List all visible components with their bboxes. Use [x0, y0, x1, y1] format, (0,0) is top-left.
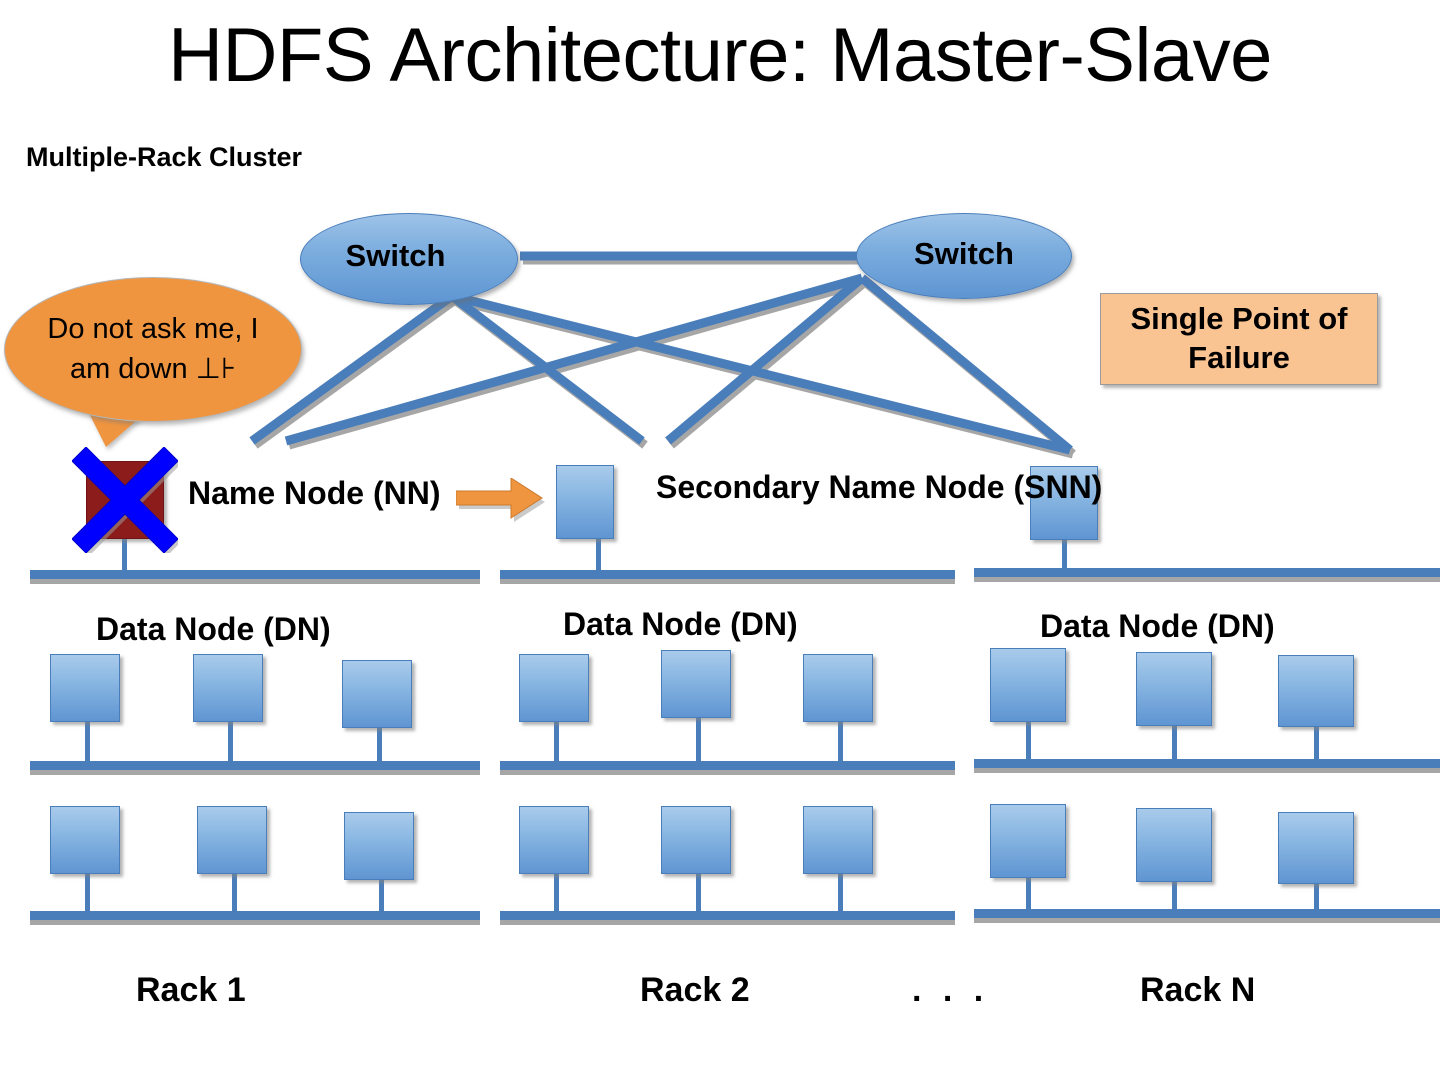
data-node-stem	[1026, 877, 1031, 915]
data-node-stem	[696, 717, 701, 765]
rack-label-1: Rack 1	[136, 971, 246, 1009]
switch-left-label: Switch	[345, 238, 446, 273]
data-node-stem	[838, 873, 843, 915]
data-node-stem	[1172, 725, 1177, 765]
data-node-box[interactable]	[803, 654, 873, 722]
secondary-name-node-stem	[596, 538, 601, 574]
cross-out-icon	[72, 447, 178, 553]
data-node-stem	[1172, 881, 1177, 915]
data-node-box[interactable]	[50, 654, 120, 722]
rack3-top-node-box[interactable]	[1030, 466, 1098, 540]
callout-bubble: Do not ask me, I am down ⊥⊦	[4, 277, 302, 422]
data-node-box[interactable]	[990, 648, 1066, 722]
rack-ellipsis: . . .	[912, 971, 990, 1009]
rack1-data-node-label: Data Node (DN)	[96, 611, 331, 647]
rack1-bus-top	[30, 570, 480, 579]
data-node-box[interactable]	[661, 650, 731, 718]
data-node-box[interactable]	[342, 660, 412, 728]
page-title: HDFS Architecture: Master-Slave	[168, 13, 1272, 98]
cluster-caption: Multiple-Rack Cluster	[26, 142, 303, 172]
data-node-box[interactable]	[193, 654, 263, 722]
switch-right[interactable]: Switch	[856, 213, 1072, 299]
rack2-bus-middle	[500, 761, 955, 770]
rack2-data-node-label: Data Node (DN)	[563, 606, 798, 642]
rack-label-n: Rack N	[1140, 971, 1256, 1009]
data-node-box[interactable]	[519, 654, 589, 722]
data-node-box[interactable]	[803, 806, 873, 874]
secondary-name-node-label: Secondary Name Node (SNN)	[656, 469, 1103, 505]
rack2-bus-top	[500, 570, 955, 579]
data-node-stem	[696, 873, 701, 915]
arrow-right-icon	[456, 478, 545, 522]
rack3-bus-middle	[974, 759, 1440, 768]
rack2-bus-bottom	[500, 911, 955, 920]
data-node-stem	[85, 721, 90, 765]
data-node-box[interactable]	[661, 806, 731, 874]
name-node-label: Name Node (NN)	[188, 475, 441, 511]
data-node-box[interactable]	[1136, 652, 1212, 726]
rack3-data-node-label: Data Node (DN)	[1040, 608, 1275, 644]
data-node-stem	[554, 721, 559, 765]
single-point-of-failure-label: Single Point of Failure	[1130, 301, 1348, 375]
data-node-stem	[228, 721, 233, 765]
name-node-stem	[122, 532, 127, 574]
data-node-stem	[85, 873, 90, 915]
single-point-of-failure-box: Single Point of Failure	[1100, 293, 1378, 385]
data-node-stem	[1314, 726, 1319, 765]
data-node-stem	[838, 721, 843, 765]
switch-left[interactable]: Switch	[300, 213, 518, 305]
rack3-top-node-stem	[1062, 539, 1067, 574]
name-node[interactable]	[72, 447, 178, 553]
data-node-box[interactable]	[519, 806, 589, 874]
rack-label-2: Rack 2	[640, 971, 750, 1009]
secondary-name-node-box[interactable]	[556, 465, 614, 539]
data-node-box[interactable]	[50, 806, 120, 874]
data-node-box[interactable]	[1278, 655, 1354, 727]
data-node-stem	[377, 727, 382, 765]
data-node-box[interactable]	[197, 806, 267, 874]
rack1-bus-bottom	[30, 911, 480, 920]
data-node-box[interactable]	[1136, 808, 1212, 882]
switch-right-label: Switch	[914, 236, 1014, 271]
data-node-box[interactable]	[344, 812, 414, 880]
rack3-bus-bottom	[974, 909, 1440, 918]
data-node-box[interactable]	[990, 804, 1066, 878]
data-node-stem	[379, 879, 384, 915]
rack3-bus-top	[974, 568, 1440, 577]
data-node-stem	[1026, 721, 1031, 765]
data-node-stem	[554, 873, 559, 915]
callout-text: Do not ask me, I am down ⊥⊦	[47, 313, 259, 385]
namenode-callout: Do not ask me, I am down ⊥⊦	[4, 277, 302, 447]
rack1-bus-middle	[30, 761, 480, 770]
data-node-box[interactable]	[1278, 812, 1354, 884]
data-node-stem	[1314, 883, 1319, 915]
data-node-stem	[232, 873, 237, 915]
